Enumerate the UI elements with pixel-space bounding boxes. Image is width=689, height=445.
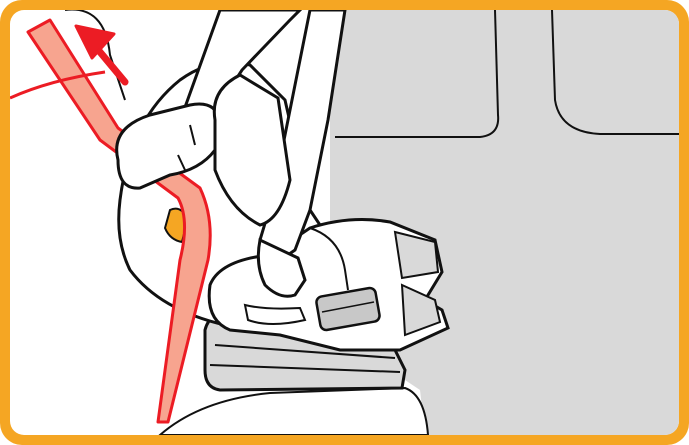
illustration-panel bbox=[10, 10, 679, 435]
arrow-head-icon bbox=[76, 26, 114, 58]
vehicle-seat-cushion bbox=[160, 388, 428, 435]
car-seat-illustration bbox=[10, 10, 679, 435]
lock-off-slot bbox=[245, 305, 305, 324]
